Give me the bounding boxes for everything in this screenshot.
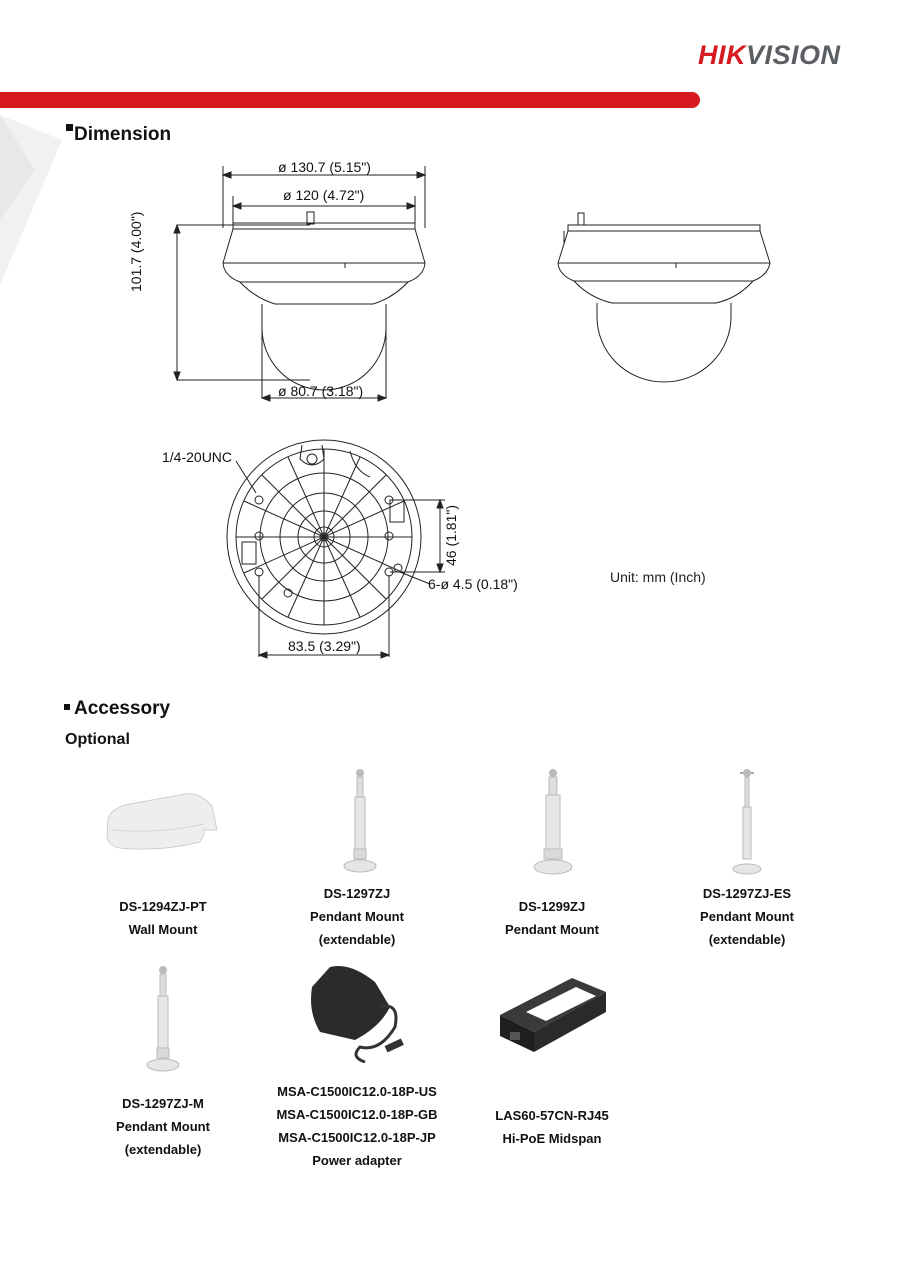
height-label: 101.7 (4.00") [128,202,144,292]
caption-line: DS-1297ZJ-M [122,1096,204,1111]
caption-wall-mount: DS-1294ZJ-PT Wall Mount [53,895,273,941]
caption-line: Hi-PoE Midspan [502,1131,602,1146]
outer-diameter-label: ø 130.7 (5.15") [278,159,371,175]
dimension-title: Dimension [74,124,172,145]
corner-watermark [0,115,62,285]
power-adapter-image [311,966,404,1064]
inner-diameter-label: ø 120 (4.72") [283,187,365,203]
hikvision-logo: HIKVISION [698,40,841,71]
hole-spacing-label: 46 (1.81") [443,486,459,566]
pendant-mount-image-3 [732,769,762,875]
caption-line: Wall Mount [128,922,198,937]
caption-line: LAS60-57CN-RJ45 [495,1108,609,1123]
bottom-view-drawing [226,439,445,659]
caption-line: (extendable) [708,932,786,947]
caption-power-adapter: MSA-C1500IC12.0-18P-US MSA-C1500IC12.0-1… [247,1080,467,1172]
caption-line: MSA-C1500IC12.0-18P-GB [276,1107,438,1122]
pendant-mount-image-2 [533,769,573,875]
caption-line: DS-1297ZJ-ES [702,886,792,901]
side-view-drawing [173,166,427,402]
caption-line: DS-1297ZJ [323,886,391,901]
thread-label: 1/4-20UNC [162,449,233,465]
caption-line: Pendant Mount [505,922,599,937]
optional-subtitle: Optional [65,731,130,748]
poe-midspan-image [500,978,606,1052]
dome-diameter-label: ø 80.7 (3.18") [278,383,364,399]
caption-line: (extendable) [318,932,396,947]
header-red-bar [0,92,700,108]
caption-line: MSA-C1500IC12.0-18P-JP [278,1130,436,1145]
height-value: 101.7 (4.00") [128,211,144,292]
accessory-title: Accessory [74,698,171,719]
logo-prefix: HIK [698,40,746,70]
unit-label: Unit: mm (Inch) [610,569,706,585]
caption-line: DS-1294ZJ-PT [119,899,207,914]
caption-pendant-mount-2: DS-1299ZJ Pendant Mount [442,895,662,941]
caption-line: DS-1299ZJ [518,899,586,914]
bullet-square [64,704,70,710]
pendant-mount-image-1 [343,769,377,873]
holes-label: 6-ø 4.5 (0.18") [428,576,518,592]
caption-line: Pendant Mount [310,909,404,924]
caption-line: (extendable) [124,1142,202,1157]
caption-poe-midspan: LAS60-57CN-RJ45 Hi-PoE Midspan [442,1104,662,1150]
logo-suffix: VISION [746,40,841,70]
hole-spacing-value: 46 (1.81") [443,504,459,566]
base-width-label: 83.5 (3.29") [288,638,361,654]
caption-pendant-mount-3: DS-1297ZJ-ES Pendant Mount (extendable) [637,882,857,951]
caption-pendant-mount-4: DS-1297ZJ-M Pendant Mount (extendable) [53,1092,273,1161]
caption-line: MSA-C1500IC12.0-18P-US [277,1084,437,1099]
caption-line: Pendant Mount [700,909,794,924]
caption-line: Pendant Mount [116,1119,210,1134]
caption-line: Power adapter [312,1153,402,1168]
caption-pendant-mount-1: DS-1297ZJ Pendant Mount (extendable) [247,882,467,951]
bullet-square [66,124,73,131]
wall-mount-image [106,793,218,850]
side-view-drawing-2 [557,212,771,383]
pendant-mount-image-4 [146,966,180,1072]
